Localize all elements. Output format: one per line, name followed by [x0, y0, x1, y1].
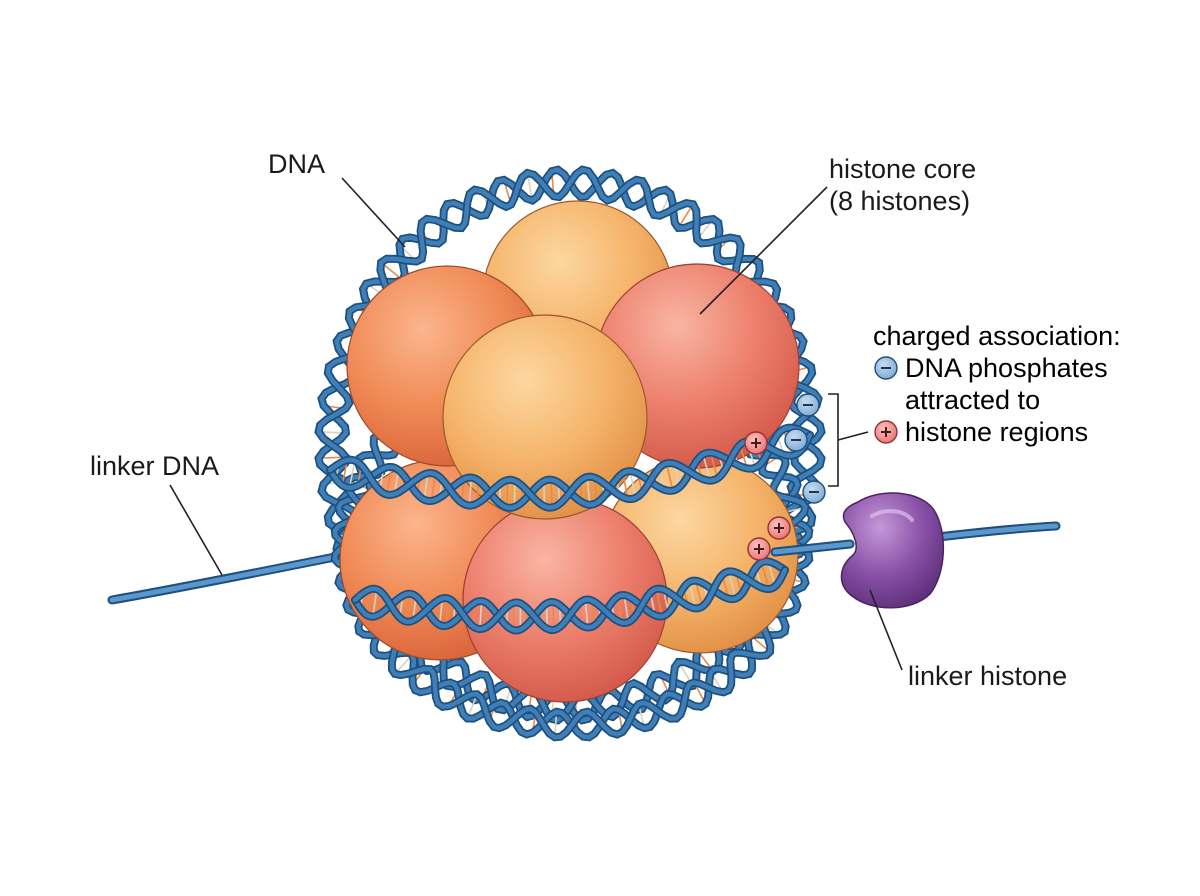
dna-wrap-front — [326, 423, 814, 635]
dna-front-band-upper-base-pair — [506, 480, 509, 508]
dna-front-band-lower-base-pair — [479, 601, 483, 630]
dna-front-band-lower-base-pair — [760, 562, 770, 590]
histone-core-label-line1: histone core — [829, 154, 977, 184]
dna-front-band-upper-base-pair — [665, 463, 674, 491]
legend-title: charged association: — [873, 321, 1121, 351]
plus-charge-icon — [747, 537, 771, 561]
linker-histone-connector-highlight — [772, 541, 853, 555]
linker-dna-left-highlight — [109, 553, 343, 603]
histone-core — [339, 200, 800, 703]
histone-core-label-line2: (8 histones) — [829, 186, 971, 216]
dna-front-band-lower-base-pair — [623, 594, 630, 623]
legend-negative-text: DNA phosphates — [905, 353, 1108, 383]
linker-dna-label: linker DNA — [90, 451, 220, 481]
dna-front-band-upper-base-pair — [468, 477, 473, 506]
dna-front-band-lower-base-pair — [552, 602, 555, 630]
dna-front-band-lower-base-pair — [655, 588, 663, 617]
dna-front-band-upper-base-pair — [348, 460, 356, 488]
legend-positive-text: histone regions — [905, 417, 1089, 447]
linker-dna-leader-line — [169, 484, 223, 576]
dna-front-band-upper-base-pair — [550, 479, 553, 508]
legend-positive-row: histone regions — [873, 416, 1121, 448]
dna-label: DNA — [268, 149, 326, 179]
linker-histone-leader-line — [869, 589, 903, 671]
minus-charge-icon — [784, 428, 808, 452]
dna-front-band-lower-base-pair — [372, 589, 378, 617]
plus-charge-icon — [744, 431, 768, 455]
linker-dna-right-highlight — [927, 523, 1059, 541]
dna-outer-ring-backbone-highlight — [316, 167, 824, 723]
histone-core-leader-line — [699, 186, 828, 315]
dna-outer-ring-base-pair — [526, 172, 534, 201]
dna-front-band-lower-base-pair — [584, 599, 589, 628]
dna-front-band-lower-base-pair — [727, 571, 737, 599]
linker-histone-label: linker histone — [908, 661, 1068, 691]
linker-histone-highlight — [870, 509, 914, 522]
charge-bracket — [828, 393, 869, 487]
minus-charge-icon — [802, 480, 826, 504]
dna-front-band-upper-base-pair — [423, 473, 429, 500]
plus-charge-icon — [767, 516, 791, 540]
linker-histone — [840, 492, 944, 609]
plus-charge-icon — [874, 420, 898, 444]
dna-front-band-lower-base-pair — [688, 581, 697, 609]
dna-front-band-upper-base-pair — [702, 454, 711, 481]
dna-front-band-upper-base-pair — [629, 470, 636, 499]
dna-front-band-lower-base-pair — [405, 593, 411, 622]
legend-middle-text: attracted to — [905, 385, 1041, 415]
dna-front-band-upper-base-pair — [385, 466, 393, 495]
dna-front-band-lower-backbone-highlight — [352, 567, 788, 633]
dna-front-band-upper-base-pair — [430, 474, 436, 502]
dna-front-band-lower-base-pair — [445, 598, 450, 626]
legend-negative-row: DNA phosphates — [873, 352, 1121, 384]
histone-sphere — [442, 314, 648, 520]
dna-front-band-upper-base-pair — [586, 476, 591, 505]
charge-legend: charged association: DNA phosphates attr… — [873, 320, 1121, 448]
dna-leader-line — [341, 177, 406, 248]
dna-front-band-upper-base-pair — [709, 452, 719, 479]
dna-front-band-lower-base-pair — [695, 580, 703, 607]
minus-charge-icon — [796, 393, 820, 417]
dna-front-band-upper-backbone-highlight — [327, 432, 813, 510]
minus-charge-icon — [874, 356, 898, 380]
charge-markers — [744, 393, 826, 561]
histone-core-label: histone core (8 histones) — [829, 153, 976, 217]
